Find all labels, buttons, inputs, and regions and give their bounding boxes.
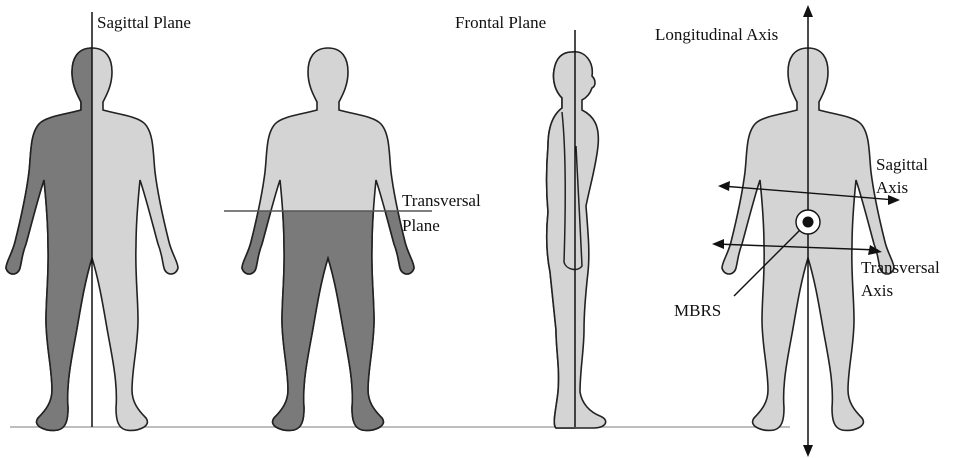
sagittal-axis-label-line2: Axis xyxy=(876,178,908,197)
longitudinal-axis-arrow-down xyxy=(803,445,813,457)
transversal-plane-label-line1: Transversal xyxy=(402,191,481,210)
figure-side-view xyxy=(547,52,606,428)
mbrs-label: MBRS xyxy=(674,301,721,320)
frontal-plane-label: Frontal Plane xyxy=(455,13,546,32)
sagittal-plane-label: Sagittal Plane xyxy=(97,13,191,32)
longitudinal-axis-arrow-up xyxy=(803,5,813,17)
sagittal-axis-arrow-left xyxy=(718,181,730,191)
mbrs-center-dot xyxy=(803,217,814,228)
transversal-plane-label-line2: Plane xyxy=(402,216,440,235)
transversal-axis-arrow-left xyxy=(712,239,724,249)
transversal-axis-label-line2: Axis xyxy=(861,281,893,300)
transversal-axis-label-line1: Transversal xyxy=(861,258,940,277)
longitudinal-axis-label: Longitudinal Axis xyxy=(655,25,778,44)
sagittal-axis-label-line1: Sagittal xyxy=(876,155,928,174)
